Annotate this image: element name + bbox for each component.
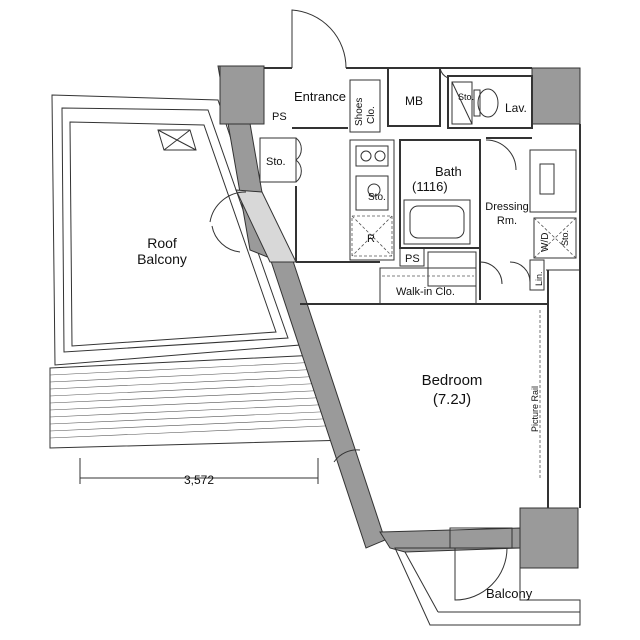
refrigerator-label: R bbox=[367, 233, 375, 245]
balcony-label: Balcony bbox=[486, 586, 533, 601]
roof-balcony-label-1: Roof bbox=[147, 235, 177, 251]
dressing-label-2: Rm. bbox=[497, 215, 517, 227]
ps-bath-label: PS bbox=[405, 253, 420, 265]
bedroom bbox=[300, 303, 548, 480]
storage-left-label: Sto. bbox=[266, 156, 286, 168]
wd-label: W/D bbox=[540, 233, 551, 252]
picture-rail-label: Picture Rail bbox=[530, 386, 540, 432]
dressing-label-1: Dressing bbox=[485, 201, 528, 213]
dimension-line bbox=[79, 458, 319, 484]
bath-label-2: (1116) bbox=[412, 179, 448, 194]
dressing-room bbox=[479, 137, 577, 300]
bath-label-1: Bath bbox=[435, 164, 462, 179]
balcony bbox=[394, 527, 581, 626]
lav-label: Lav. bbox=[505, 101, 527, 115]
storage-toilet-label: Sto. bbox=[458, 92, 474, 102]
roof-balcony bbox=[49, 94, 351, 449]
bedroom-label-2: (7.2J) bbox=[433, 391, 471, 408]
entrance-area bbox=[259, 9, 381, 262]
entrance-label: Entrance bbox=[294, 89, 346, 104]
storage-kitchen-label: Sto. bbox=[368, 192, 386, 203]
mb-lav-area bbox=[387, 67, 533, 129]
kitchen bbox=[349, 139, 395, 261]
shoes-closet-label-2: Clo. bbox=[366, 106, 377, 124]
roof-balcony-label-2: Balcony bbox=[137, 251, 187, 267]
walkin-label: Walk-in Clo. bbox=[396, 286, 455, 298]
storage-dressing-label: Sto. bbox=[560, 230, 570, 246]
roof-deck-lines bbox=[49, 361, 348, 439]
linen-label: Lin. bbox=[534, 271, 544, 286]
dimension-value: 3,572 bbox=[184, 473, 214, 487]
outer-walls bbox=[217, 65, 581, 569]
shoes-closet-label-1: Shoes bbox=[354, 98, 365, 126]
mb-label: MB bbox=[405, 94, 423, 108]
bedroom-label-1: Bedroom bbox=[422, 372, 483, 389]
ps-top-label: PS bbox=[272, 111, 287, 123]
roof-balcony-doors bbox=[209, 191, 247, 253]
